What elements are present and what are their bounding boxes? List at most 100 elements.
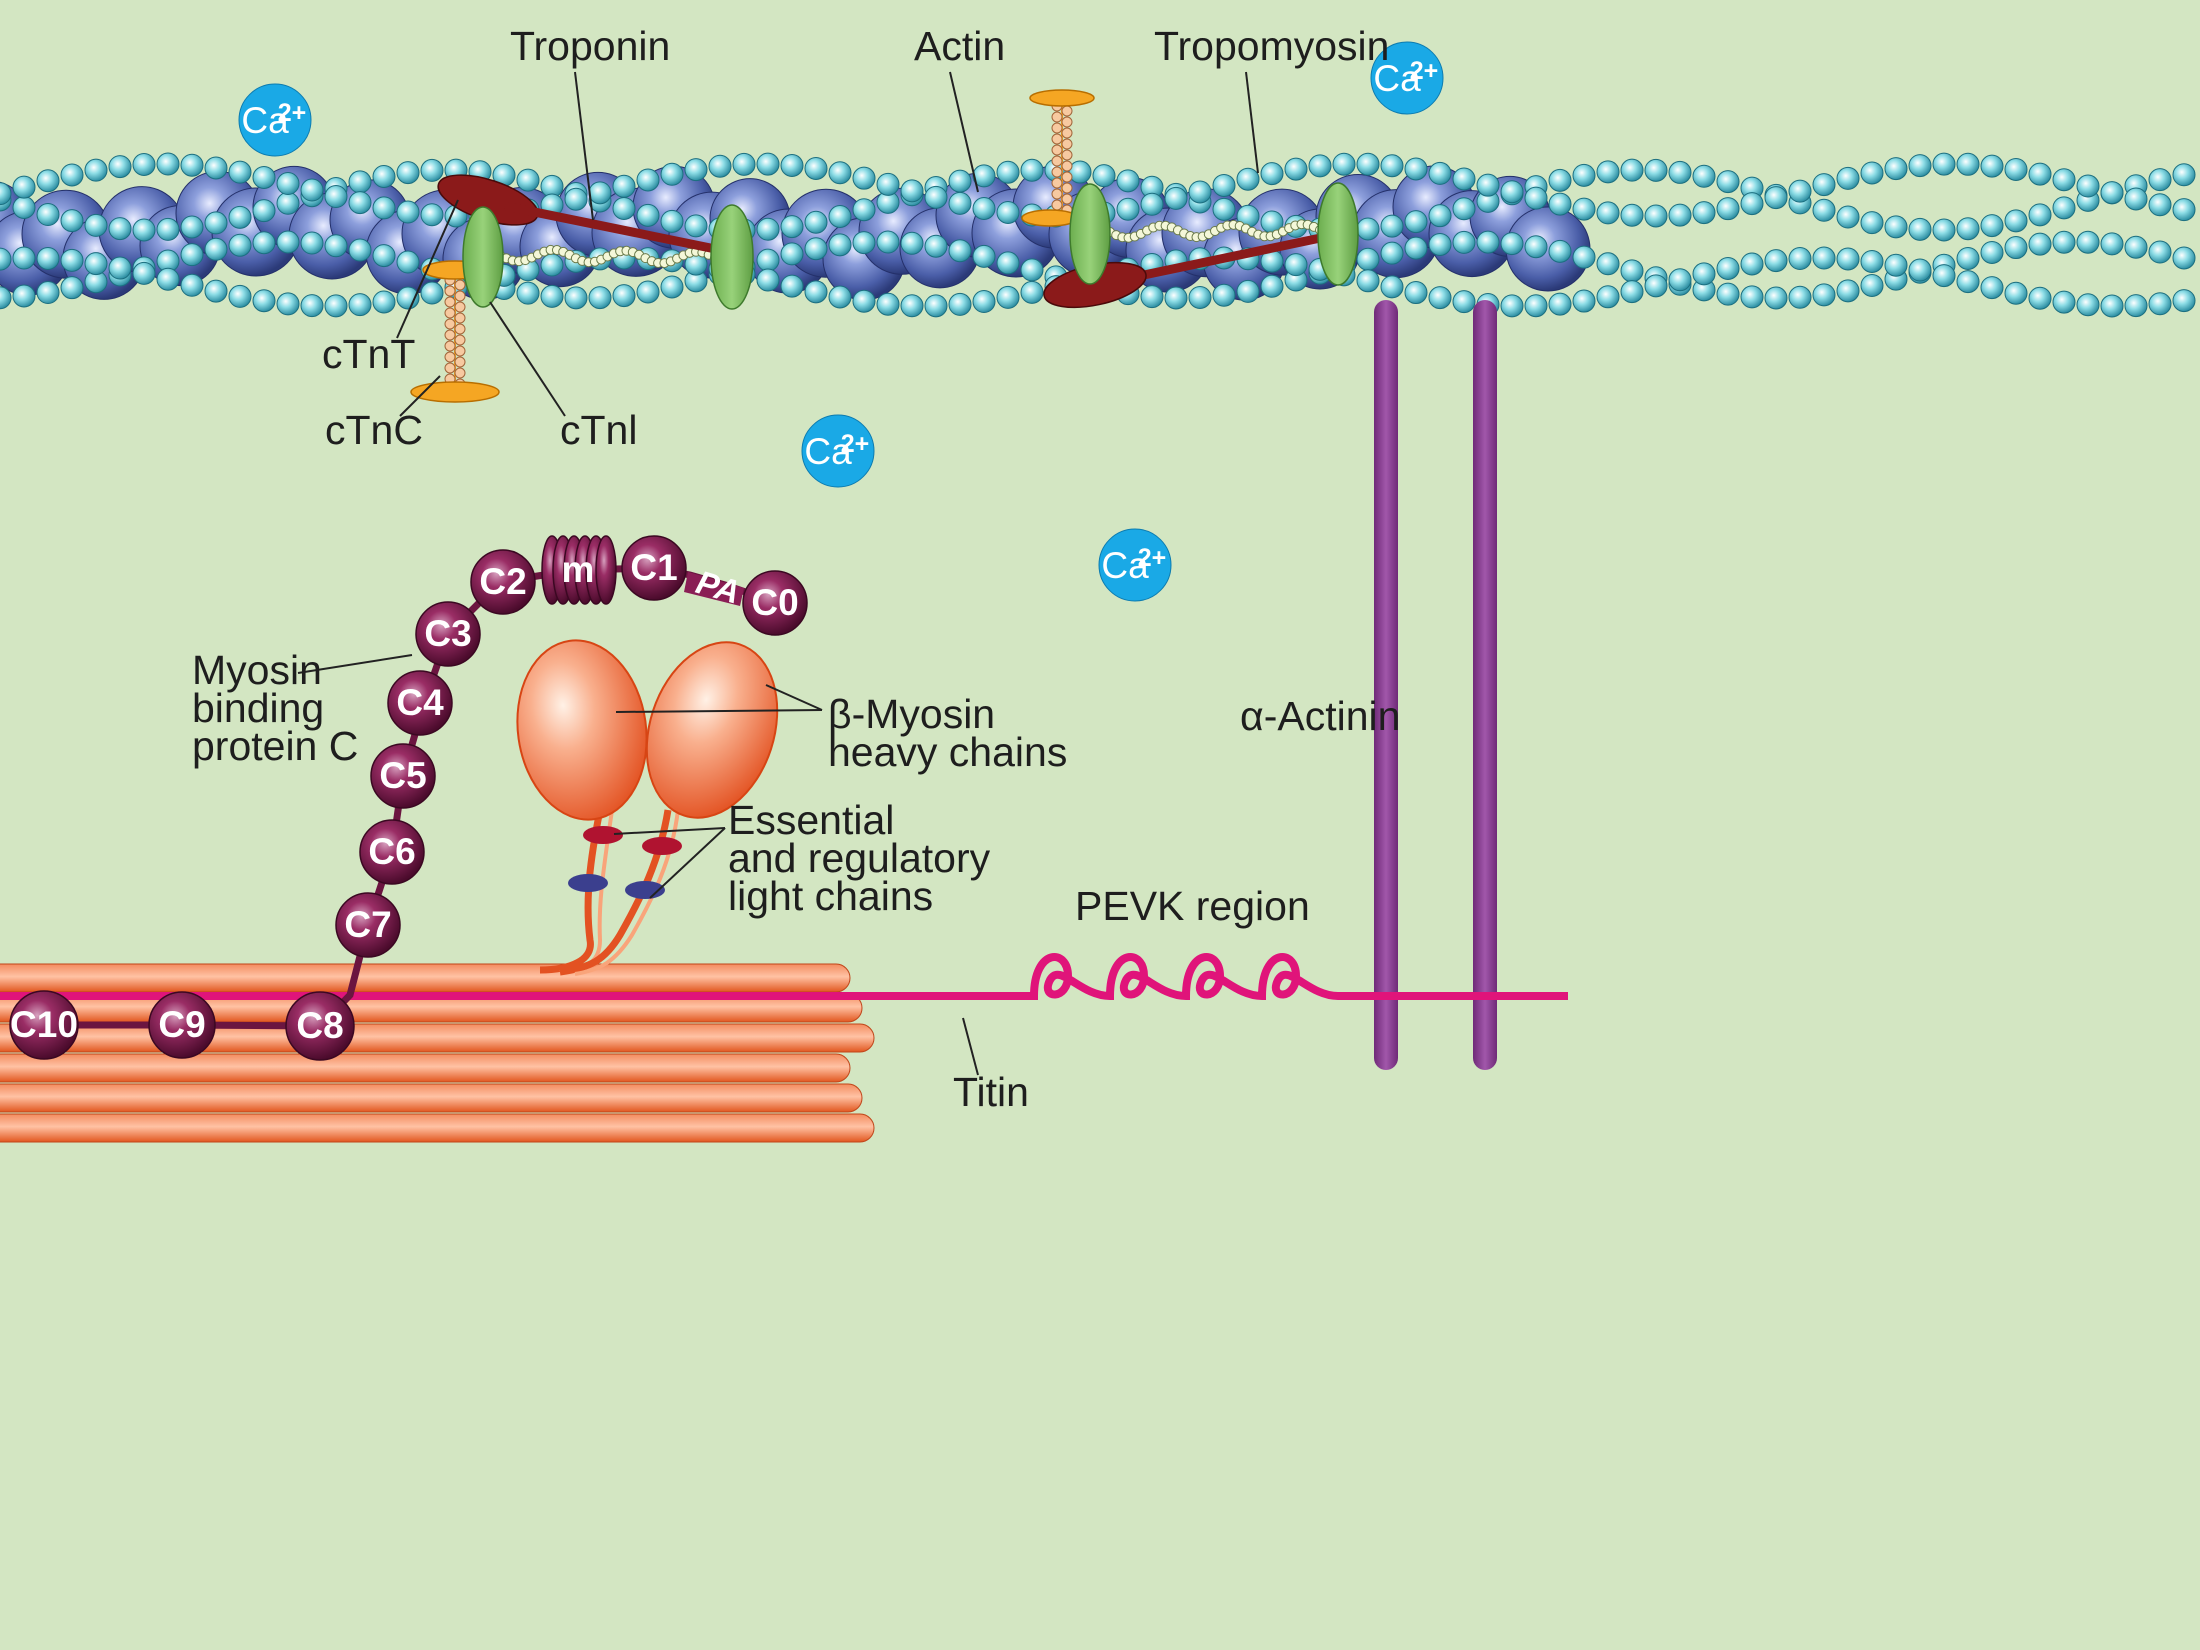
label-troponin: Troponin — [510, 23, 670, 69]
domain-bead — [370, 743, 436, 809]
tropomyosin-bead — [2124, 294, 2148, 318]
tropomyosin-bead — [132, 218, 156, 242]
tropomyosin-bead — [108, 217, 132, 241]
tropomyosin-bead — [204, 279, 228, 303]
thick-filament — [0, 963, 875, 1143]
tropomyosin-bead — [1116, 197, 1140, 221]
tropomyosin-bead — [1884, 157, 1908, 181]
tropomyosin-bead — [756, 217, 780, 241]
tropomyosin-bead — [396, 161, 420, 185]
myosin-dimer — [516, 639, 779, 976]
essential-light-chain-right — [642, 837, 682, 855]
tropomyosin-bead — [1932, 264, 1956, 288]
tropomyosin-bead — [900, 294, 924, 318]
domain-bead — [470, 549, 536, 615]
tropomyosin-bead — [300, 294, 324, 318]
thick-filament-rod — [0, 1023, 875, 1053]
tropomyosin-bead — [84, 252, 108, 276]
tropomyosin-bead — [924, 294, 948, 318]
calcium-ion-circle — [801, 414, 875, 488]
tropomyosin-bead — [756, 268, 780, 292]
tropomyosin-bead — [1572, 163, 1596, 187]
tropomyosin-bead — [1860, 161, 1884, 185]
tropomyosin-bead — [36, 169, 60, 193]
domain-label: C9 — [158, 1004, 205, 1045]
tropomyosin-bead — [1212, 283, 1236, 307]
tropomyosin-bead — [612, 174, 636, 198]
tropomyosin-bead — [1572, 245, 1596, 269]
tropomyosin-bead — [0, 286, 12, 310]
leader-myosin-heavy-a — [615, 709, 823, 713]
tropomyosin-bead — [156, 217, 180, 241]
domain-label: C1 — [630, 547, 677, 588]
tropomyosin-bead — [420, 158, 444, 182]
tropomyosin-bead — [780, 242, 804, 266]
label-myosin-heavy-line1: β-Myosin — [828, 691, 995, 737]
tropomyosin-bead — [12, 175, 36, 199]
tropomyosin-bead — [1140, 285, 1164, 309]
tropomyosin-bead — [276, 191, 300, 215]
tropomyosin-bead — [900, 231, 924, 255]
tropomyosin-bead — [636, 280, 660, 304]
tropomyosin-bead — [2100, 181, 2124, 205]
tropomyosin-bead — [2124, 187, 2148, 211]
tropomyosin-bead — [612, 196, 636, 220]
tropomyosin-bead — [1716, 256, 1740, 280]
tropomyosin-bead — [708, 154, 732, 178]
tropomyosin-bead — [1428, 204, 1452, 228]
tropomyosin-bead — [2076, 174, 2100, 198]
tropomyosin-bead — [684, 158, 708, 182]
tropomyosin-bead — [1020, 158, 1044, 182]
tropomyosin-bead — [180, 273, 204, 297]
tropomyosin-bead — [1980, 154, 2004, 178]
tropomyosin-bead — [0, 182, 12, 206]
tropomyosin-bead — [684, 214, 708, 238]
tropomyosin-bead — [12, 284, 36, 308]
tropomyosin-bead — [1572, 289, 1596, 313]
tropomyosin-bead — [228, 233, 252, 257]
tropomyosin-bead — [180, 243, 204, 267]
tropomyosin-bead — [1452, 197, 1476, 221]
tropomyosin-bead — [156, 267, 180, 291]
tropomyosin-bead — [1716, 170, 1740, 194]
tropomyosin-bead — [1644, 274, 1668, 298]
tropomyosin-bead — [852, 289, 876, 313]
tropomyosin-bead — [1980, 240, 2004, 264]
tropomyosin-bead — [1428, 161, 1452, 185]
tropomyosin-bead — [1716, 282, 1740, 306]
tropomyosin-bead — [12, 195, 36, 219]
actinin-rod-left — [1374, 300, 1398, 1070]
tropomyosin-bead — [948, 239, 972, 263]
tropomyosin-bead — [1860, 249, 1884, 273]
tropomyosin-bead — [804, 156, 828, 180]
tropomyosin-bead — [804, 280, 828, 304]
calcium-ion: Ca2+ — [1370, 41, 1444, 115]
tropomyosin-bead — [996, 200, 1020, 224]
tropomyosin-bead — [828, 161, 852, 185]
tropomyosin-bead — [972, 196, 996, 220]
tropomyosin-bead — [2028, 286, 2052, 310]
leader-actin — [949, 71, 979, 193]
mybpc-domain-c2: C2 — [470, 549, 536, 615]
domain-bead — [387, 670, 453, 736]
tropomyosin-bead — [1380, 241, 1404, 265]
tropomyosin-bead — [348, 238, 372, 262]
label-ctnc: cTnC — [325, 407, 423, 453]
tropomyosin-bead — [228, 284, 252, 308]
label-mybpc-line2: binding — [192, 685, 324, 731]
tropomyosin-bead — [36, 246, 60, 270]
tropomyosin-bead — [636, 168, 660, 192]
tropomyosin-bead — [1260, 274, 1284, 298]
tropomyosin-bead — [1764, 249, 1788, 273]
calcium-ion: Ca2+ — [1098, 528, 1172, 602]
tropomyosin-bead — [1596, 252, 1620, 276]
tropomyosin-bead — [948, 191, 972, 215]
tropomyosin-bead — [1692, 201, 1716, 225]
tropomyosin-bead — [2148, 193, 2172, 217]
tropomyosin-bead — [972, 164, 996, 188]
tropomyosin-bead — [228, 160, 252, 184]
mybpc-pa-linker: PA — [684, 563, 744, 611]
tropomyosin-bead — [1692, 262, 1716, 286]
